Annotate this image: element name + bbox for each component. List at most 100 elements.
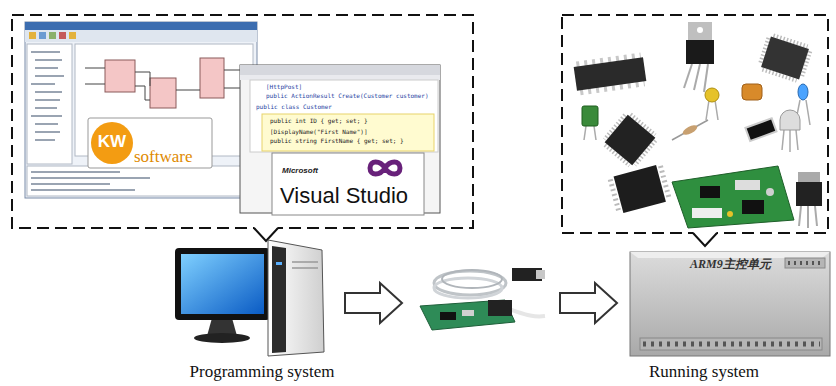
electronic-components [796,182,822,206]
vs-logo-name: Visual Studio [280,183,408,208]
running-system: ARM9主控单元Running system [628,247,832,384]
computer-illustration [194,333,250,343]
code-line: [DisplayName("First Name")] [270,129,368,136]
kw-software-screenshot [29,32,36,39]
electronic-components [692,208,722,218]
computer-illustration [268,240,324,356]
system-caption: Programming system [172,362,352,382]
electronic-components [761,37,809,80]
usb-programmer-illustration [420,268,545,330]
software-callout-outline [254,228,278,241]
code-line: public ActionResult Create(Customer cust… [266,93,429,100]
electronic-components [796,172,822,228]
electronic-components [672,166,794,228]
software-callout-outline [12,15,473,228]
kw-software-screenshot [49,32,56,39]
visual-studio-screenshot [240,65,440,75]
flow-arrow [560,283,617,323]
kw-software-screenshot [91,122,133,164]
visual-studio-screenshot [240,65,440,215]
computer-illustration [272,246,286,353]
electronic-components [594,126,596,140]
flow-arrow [345,283,402,323]
electronic-components [614,165,666,213]
usb-programmer-illustration [442,270,502,288]
electronic-components [715,100,718,120]
electronic-components [610,164,670,214]
electronic-components [573,22,822,228]
usb-programmer-illustration [536,270,545,279]
code-line: public string FirstName { get; set; } [270,138,404,145]
kw-software-screenshot [69,32,76,39]
electronic-components [766,188,774,196]
arm9-unit-illustration [788,261,823,265]
computer-illustration [292,262,318,268]
kw-software-screenshot [25,30,257,42]
arm9-unit-illustration [630,252,830,356]
software-callout-outline [254,227,278,241]
kw-software-screenshot [25,22,257,198]
kw-software-screenshot [150,78,176,108]
electronic-components [798,84,808,100]
electronic-components [735,180,760,190]
computer-illustration [175,248,270,320]
kw-software-screenshot [31,52,64,140]
kw-software-screenshot [59,32,66,39]
code-line: public class Customer [256,104,332,111]
computer-illustration [181,254,264,314]
kw-software-screenshot [25,22,257,198]
usb-programmer-illustration [420,300,515,330]
electronic-components [705,88,719,102]
usb-programmer-illustration [462,310,474,316]
electronic-components [694,64,700,90]
visual-studio-screenshot [272,153,424,215]
kw-logo-letters: KW [91,132,133,152]
kw-logo-word: software [134,147,193,167]
flow-arrow [345,283,402,323]
electronic-components [704,64,708,92]
software-callout-outline [12,15,473,241]
electronic-components [706,100,709,120]
code-line: [HttpPost] [266,84,302,91]
electronic-components [807,206,809,228]
arm9-unit-illustration [785,258,825,268]
usb-programmer-illustration [440,312,456,320]
electronic-components [727,211,733,217]
kw-software-screenshot [88,118,212,168]
kw-software-screenshot [200,58,224,98]
electronic-components [796,130,798,150]
kw-software-screenshot [105,60,135,92]
electronic-components [582,106,598,126]
electronic-components [742,84,762,100]
arm9-unit-illustration [630,252,830,356]
electronic-components [672,120,708,140]
electronic-components [705,88,719,120]
electronic-components [684,64,692,88]
arm9-unit-illustration [643,342,820,347]
kw-software-screenshot [27,44,72,164]
flow-arrow [560,283,617,323]
unit-plate-label: ARM9主控单元 [690,258,771,272]
electronic-components [759,34,812,82]
electronic-components [574,57,647,91]
kw-software-screenshot [31,172,150,190]
electronic-components [672,166,794,228]
electronic-components [789,130,791,152]
electronic-components [681,123,698,137]
hardware-callout-outline [693,232,717,246]
electronic-components [700,186,720,198]
software-callout: KWsoftwareMicrosoftVisual Studio [12,15,473,228]
hardware-callout-outline [562,15,828,233]
electronic-components [806,100,810,125]
electronic-components [684,22,714,92]
electronic-components [688,22,712,42]
hardware-callout-outline [562,15,828,246]
electronic-components [742,200,764,214]
visual-studio-screenshot [250,80,438,152]
electronic-components [745,118,776,141]
kw-software-screenshot [25,22,257,30]
electronic-components [782,130,784,150]
